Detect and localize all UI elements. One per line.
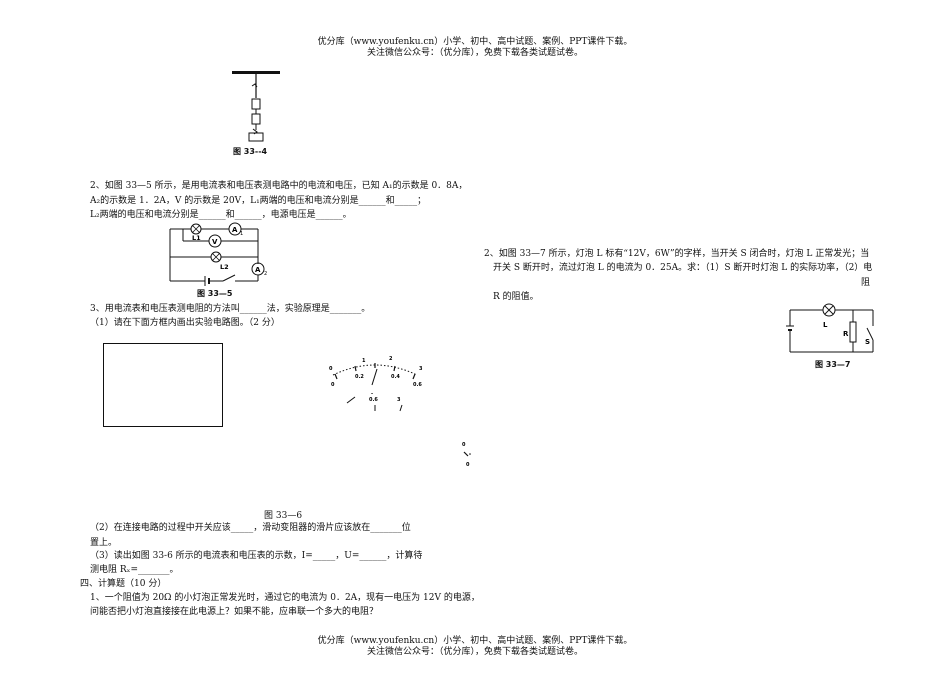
section-4-title: 四、计算题（10 分） (80, 579, 167, 589)
inner-label-2: 0.4 (391, 374, 400, 380)
q2-right-line-4: R 的阻值。 (493, 292, 539, 302)
q3-part3-line-2: 测电阻 Rₓ=_______。 (90, 565, 179, 575)
ammeter-a1-sub: 1 (240, 231, 243, 237)
inner-label-1: 0.2 (355, 374, 364, 380)
inner-label-3: 0.6 (413, 382, 422, 388)
scale-label-2: 2 (389, 356, 393, 362)
footer-line-1: 优分库（www.youfenku.cn）小学、初中、高中试题、案例、PPT课件下… (317, 636, 633, 646)
ammeter-a2-label: A (255, 266, 261, 274)
terminal-minus: - (371, 391, 373, 397)
lamp-l-label: L (823, 321, 828, 329)
figure-33-5-caption: 图 33—5 (197, 289, 233, 298)
q2-line-2: A₂的示数是 1．2A，V 的示数是 20V，L₁两端的电压和电流分别是____… (90, 196, 427, 206)
inner-label-0: 0 (331, 382, 335, 388)
figure-33-5: A 1 V L2 L1 A 2 (165, 219, 275, 291)
scale-label-3: 3 (419, 366, 423, 372)
figure-33-6-caption: 图 33—6 (264, 511, 303, 521)
stray-meter-fragment: 0 0 (460, 440, 474, 470)
scale-label-1: 1 (362, 358, 366, 364)
q2-right-line-1: 2、如图 33—7 所示，灯泡 L 标有“12V，6W”的字样，当开关 S 闭合… (484, 249, 870, 259)
voltmeter-label: V (212, 238, 218, 246)
ammeter-a1-label: A (232, 226, 238, 234)
figure-33-6-meter: 0 1 2 3 0 0.2 0.4 0.6 - 0.6 3 (325, 353, 425, 413)
figure-33-4 (228, 68, 288, 158)
switch-s-label: S (865, 338, 870, 346)
terminal-3: 3 (397, 397, 401, 403)
ammeter-a2-sub: 2 (264, 271, 267, 277)
section-4-q1-line-1: 1、一个阻值为 20Ω 的小灯泡正常发光时，通过它的电流为 0．2A，现有一电压… (90, 593, 480, 603)
q2-line-1: 2、如图 33—5 所示，是用电流表和电压表测电路中的电流和电压，已知 A₁的示… (90, 181, 468, 191)
lamp-l2-label: L2 (220, 263, 229, 271)
terminal-0.6: 0.6 (369, 397, 378, 403)
stray-label-0: 0 (462, 442, 466, 448)
section-4-q1-line-2: 问能否把小灯泡直接接在此电源上？如果不能，应串联一个多大的电阻？ (90, 607, 379, 617)
header-line-1: 优分库（www.youfenku.cn）小学、初中、高中试题、案例、PPT课件下… (317, 37, 633, 47)
q3-line-2: （1）请在下面方框内画出实验电路图。（2 分） (90, 318, 280, 328)
figure-33-4-caption: 图 33--4 (233, 147, 268, 156)
figure-33-7: L R S (785, 300, 880, 358)
figure-33-7-caption: 图 33—7 (815, 360, 851, 369)
stray-label-1: 0 (466, 462, 470, 468)
q3-part3-line-1: （3）读出如图 33-6 所示的电流表和电压表的示数，I=_____，U=___… (90, 551, 423, 561)
resistor-r-label: R (843, 330, 849, 338)
scale-label-0: 0 (329, 366, 333, 372)
q2-right-line-2: 开关 S 断开时，流过灯泡 L 的电流为 0．25A。求：（1）S 断开时灯泡 … (493, 263, 873, 273)
q3-line-1: 3、用电流表和电压表测电阻的方法叫______法，实验原理是_______。 (90, 304, 371, 314)
q2-line-3: L₂两端的电压和电流分别是______和______，电源电压是______。 (90, 210, 352, 220)
q2-right-line-3: 阻 (861, 278, 871, 288)
q3-part2-line-1: （2）在连接电路的过程中开关应该_____，滑动变阻器的滑片应该放在______… (90, 523, 411, 533)
q3-part2-line-2: 置上。 (90, 538, 118, 548)
lamp-l1-label: L1 (192, 234, 201, 242)
header-line-2: 关注微信公众号：（优分库），免费下载各类试题试卷。 (366, 48, 583, 58)
footer-line-2: 关注微信公众号：（优分库），免费下载各类试题试卷。 (366, 647, 583, 657)
circuit-drawing-box[interactable] (103, 343, 223, 427)
